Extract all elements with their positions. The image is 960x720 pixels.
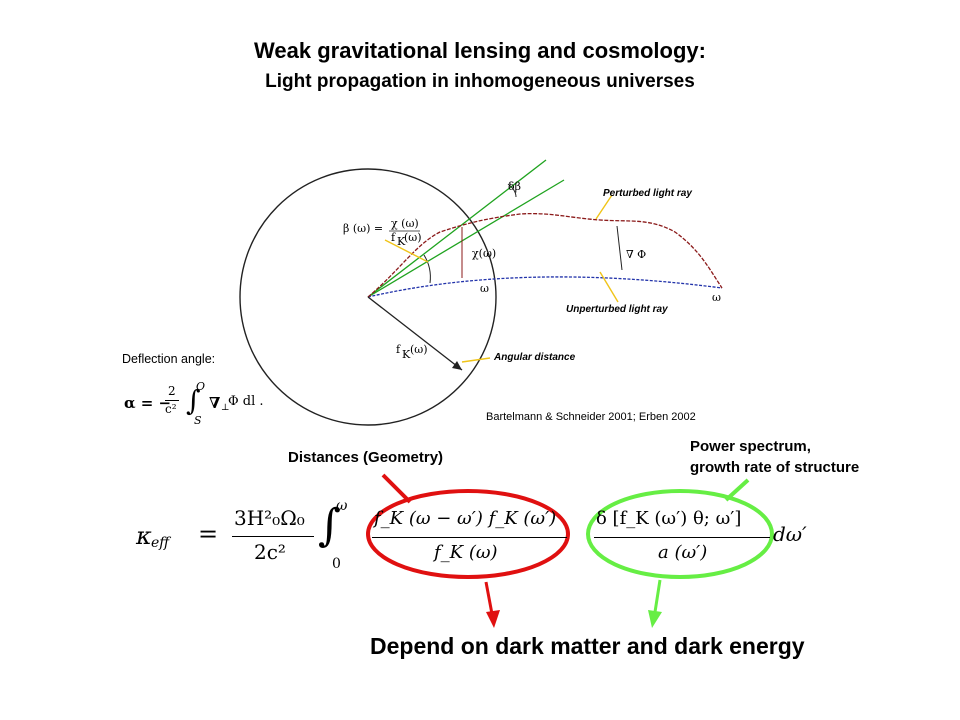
deflection-int-upper: O (196, 380, 206, 393)
beta-frac-den-sub: K (397, 235, 406, 248)
fk-arg-label: (ω) (410, 343, 428, 356)
power-line-2: growth rate of structure (690, 459, 860, 476)
deflection-integral: ∫ (186, 384, 201, 417)
unperturbed-light-ray (367, 276, 723, 298)
callout-unperturbed (599, 271, 619, 303)
callout-angular (461, 357, 491, 363)
grad-phi-label: ∇ Φ (626, 248, 646, 261)
d-omega: dω′ (773, 522, 807, 546)
deflection-label: Deflection angle: (122, 352, 216, 366)
term1-numerator: f_K (ω − ω′) f_K (ω′) (374, 508, 557, 529)
green-down-arrow (653, 579, 662, 613)
radius-arrowhead (452, 361, 462, 370)
slide-subtitle: Light propagation in inhomogeneous unive… (265, 71, 695, 92)
unperturbed-ray-label: Unperturbed light ray (566, 304, 668, 315)
red-down-arrowhead (486, 610, 500, 628)
tangent-line-2 (367, 179, 565, 298)
power-line-1: Power spectrum, (690, 438, 811, 455)
power-spectrum-ellipse (586, 489, 774, 579)
deflection-int-lower: S (194, 414, 202, 427)
integral-sign: ∫ (318, 500, 341, 551)
term2-bar (594, 537, 770, 538)
grad-phi-line (616, 225, 623, 271)
tangent-line-1 (367, 159, 547, 298)
power-pointer (724, 478, 750, 502)
slide-title: Weak gravitational lensing and cosmology… (254, 38, 706, 63)
perturbed-light-ray (367, 212, 723, 298)
deflection-nabla: ∇ (209, 394, 221, 412)
power-spectrum-annotation: Power spectrum, growth rate of structure (690, 436, 859, 478)
deflection-frac-bar (165, 400, 179, 401)
perturbed-ray-label: Perturbed light ray (603, 188, 692, 199)
green-down-arrowhead (648, 610, 662, 628)
angular-distance-label: Angular distance (493, 352, 576, 363)
term2-denominator: a (ω′) (658, 542, 708, 563)
distances-pointer (381, 473, 412, 504)
kappa-equation: κ eff = 3H²₀Ω₀ 2c² ∫ ω 0 f_K (ω − ω′) f_… (136, 498, 826, 576)
distances-annotation: Distances (Geometry) (288, 449, 444, 466)
deflection-frac-den: c² (165, 402, 177, 416)
coef-den: 2c² (254, 540, 286, 564)
beta-angle-arc (423, 254, 431, 284)
fk-sub-label: K (402, 348, 411, 361)
term1-denominator: f_K (ω) (434, 542, 498, 563)
equals-sign: = (198, 520, 219, 548)
coef-num: 3H²₀Ω₀ (234, 506, 305, 530)
omega-label-2: ω (712, 291, 721, 304)
geometry-ellipse (366, 489, 570, 579)
conclusion-text: Depend on dark matter and dark energy (370, 633, 805, 659)
alpha-symbol: α = − (124, 394, 172, 412)
term1-bar (372, 537, 567, 538)
beta-eq-label: β (ω) = (343, 222, 383, 235)
delta-beta-arc (507, 183, 517, 198)
deflection-tail: Φ dl . (228, 394, 264, 409)
deflection-perp: ⊥ (221, 403, 230, 413)
angular-distance-circle (239, 168, 497, 426)
int-upper: ω (336, 498, 348, 514)
term2-numerator: δ [f_K (ω′) θ; ω′] (596, 508, 742, 529)
radius-arrow (367, 296, 463, 371)
citation: Bartelmann & Schneider 2001; Erben 2002 (486, 411, 696, 423)
deflection-frac-num: 2 (168, 384, 176, 398)
callout-perturbed (595, 194, 613, 220)
red-down-arrow (484, 581, 494, 615)
callout-beta (384, 239, 429, 263)
kappa-symbol: κ (136, 522, 152, 550)
omega-label-1: ω (480, 282, 489, 295)
beta-frac-den-arg: (ω) (404, 231, 422, 244)
beta-frac-den: f (391, 231, 396, 244)
coef-bar (232, 536, 314, 537)
beta-frac-num: χ (ω) (391, 217, 419, 230)
int-lower: 0 (332, 556, 341, 572)
chi-omega-label: χ(ω) (472, 247, 496, 260)
kappa-sub: eff (151, 535, 170, 551)
delta-beta-label: δβ (508, 180, 521, 193)
fk-label: f (396, 343, 401, 356)
